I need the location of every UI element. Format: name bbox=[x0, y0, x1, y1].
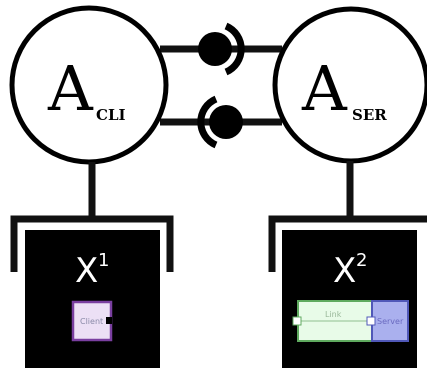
node-a-ser-letter: A bbox=[301, 52, 348, 125]
box-x1: X 1 Client bbox=[10, 215, 174, 368]
server-component bbox=[371, 300, 409, 342]
box-x2: X 2 Link Server bbox=[268, 215, 427, 368]
port-bottom-ball bbox=[209, 105, 243, 139]
box-x2-panel bbox=[282, 230, 417, 368]
port-bottom-socket bbox=[197, 95, 218, 149]
client-component bbox=[71, 300, 113, 342]
node-a-cli-letter: A bbox=[47, 52, 94, 125]
link-port-left bbox=[292, 316, 302, 326]
port-top-ball bbox=[198, 32, 232, 66]
box-x1-superscript: 1 bbox=[98, 250, 109, 271]
server-port bbox=[366, 316, 376, 326]
box-x1-bracket bbox=[10, 215, 174, 272]
port-top-ball-socket bbox=[198, 22, 245, 76]
box-x2-superscript: 2 bbox=[356, 250, 367, 271]
node-a-cli: A CLI bbox=[9, 5, 169, 165]
client-port bbox=[106, 317, 112, 324]
server-label: Server bbox=[377, 317, 404, 326]
box-x2-letter: X bbox=[333, 251, 356, 291]
node-a-ser: A SER bbox=[272, 6, 427, 164]
client-label: Client bbox=[80, 317, 103, 326]
port-bottom-ball-socket bbox=[197, 95, 243, 149]
box-x1-panel bbox=[25, 230, 160, 368]
port-top-socket bbox=[224, 22, 245, 76]
node-a-ser-subscript: SER bbox=[352, 106, 387, 124]
box-x1-letter: X bbox=[75, 251, 98, 291]
node-a-ser-circle bbox=[272, 6, 427, 164]
link-label: Link bbox=[325, 310, 342, 319]
node-a-cli-subscript: CLI bbox=[96, 106, 126, 124]
box-x2-bracket bbox=[268, 215, 427, 272]
